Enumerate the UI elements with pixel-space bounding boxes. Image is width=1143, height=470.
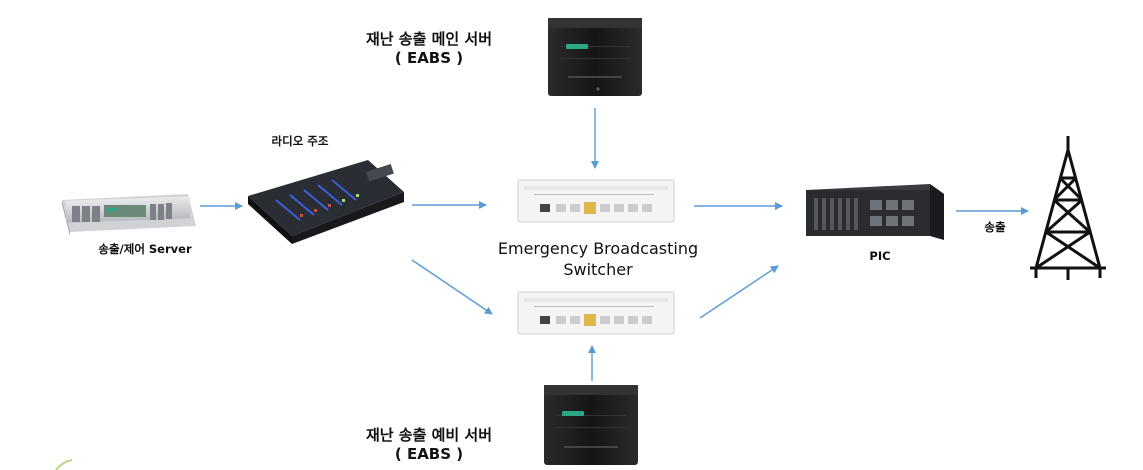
backup-server-icon	[544, 385, 638, 465]
control-server-label-text: 송출/제어 Server	[98, 242, 192, 256]
main-server-label-line1: 재난 송출 메인 서버	[365, 30, 493, 48]
main-server-label: 재난 송출 메인 서버 ( EABS )	[354, 30, 504, 68]
transmit-label: 송출	[970, 220, 1020, 234]
switcher-upper-icon	[517, 179, 675, 223]
backup-server-label-line1: 재난 송출 예비 서버	[365, 426, 493, 444]
control-server-label: 송출/제어 Server	[70, 242, 220, 256]
radio-console-label: 라디오 주조	[250, 134, 350, 148]
arrow-console-to-switcher-lower	[411, 259, 493, 315]
radio-console-icon	[248, 160, 404, 244]
decorative-arc	[55, 459, 73, 470]
control-server-icon	[62, 194, 196, 236]
radio-console-label-text: 라디오 주조	[271, 134, 329, 148]
switcher-lower-icon	[517, 291, 675, 335]
main-server-label-line2: ( EABS )	[394, 49, 464, 67]
switcher-label-line2: Switcher	[563, 260, 633, 279]
pic-label: PIC	[850, 249, 910, 263]
backup-server-label: 재난 송출 예비 서버 ( EABS )	[354, 426, 504, 464]
transmission-tower-icon	[1030, 136, 1106, 280]
switcher-label: Emergency Broadcasting Switcher	[488, 238, 708, 280]
arrow-switcher-lower-to-pic	[699, 265, 779, 319]
switcher-label-line1: Emergency Broadcasting	[497, 239, 699, 258]
connection-arrows	[200, 108, 1029, 381]
pic-label-text: PIC	[869, 249, 891, 263]
pic-device-icon	[806, 184, 944, 240]
backup-server-label-line2: ( EABS )	[394, 445, 464, 463]
transmit-label-text: 송출	[984, 220, 1006, 234]
main-server-icon	[548, 18, 642, 96]
